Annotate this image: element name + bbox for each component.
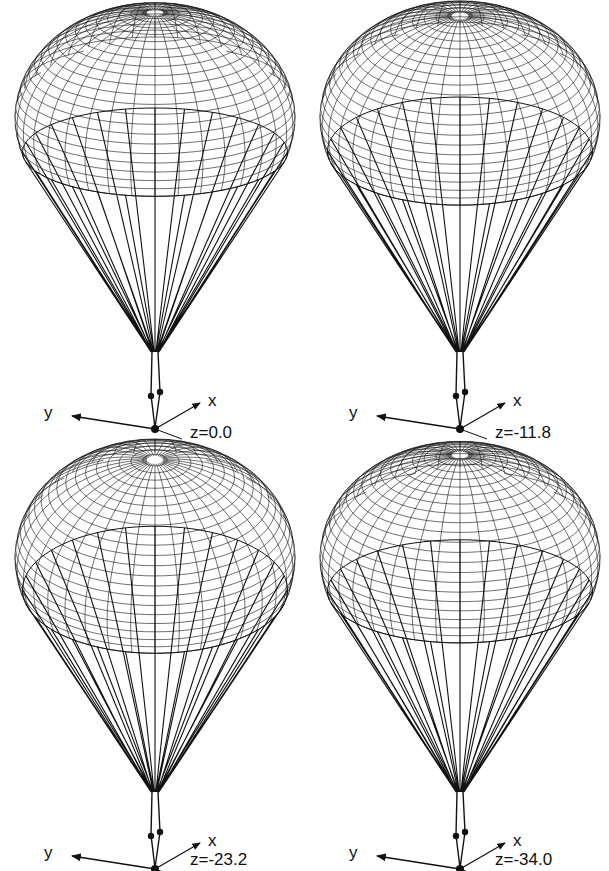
- payload-dot: [462, 829, 468, 835]
- suspension-lines: [23, 108, 288, 352]
- suspension-lines: [328, 97, 593, 352]
- parachute-figure: [320, 441, 600, 871]
- payload-dot: [148, 393, 154, 399]
- parachute-figure: [15, 439, 295, 871]
- axis-label: x: [513, 392, 522, 409]
- axis-label: y: [349, 404, 358, 421]
- z-axis-tick: [155, 869, 182, 871]
- parachute-figure: [15, 3, 295, 439]
- payload-dot: [157, 389, 163, 395]
- payload-dot: [148, 833, 154, 839]
- position-label: z=0.0: [190, 424, 232, 441]
- axis-label: x: [513, 832, 522, 849]
- z-axis-tick: [460, 869, 487, 871]
- y-axis: [72, 856, 155, 869]
- y-axis: [377, 856, 460, 869]
- axis-label: x: [208, 832, 217, 849]
- suspension-lines: [23, 526, 288, 792]
- y-axis: [72, 416, 155, 429]
- axis-label: y: [44, 404, 53, 421]
- z-axis-tick: [460, 429, 487, 439]
- y-axis: [377, 416, 460, 429]
- z-axis-tick: [155, 429, 182, 439]
- axis-label: x: [208, 392, 217, 409]
- axis-label: y: [44, 844, 53, 861]
- payload-dot: [453, 833, 459, 839]
- payload-dot: [462, 389, 468, 395]
- payload-dot: [453, 393, 459, 399]
- position-label: z=-34.0: [495, 851, 552, 868]
- parachute-figure: [320, 1, 600, 439]
- axis-label: y: [349, 844, 358, 861]
- payload-dot: [157, 829, 163, 835]
- position-label: z=-11.8: [495, 424, 551, 441]
- position-label: z=-23.2: [190, 851, 247, 868]
- suspension-lines: [328, 540, 593, 792]
